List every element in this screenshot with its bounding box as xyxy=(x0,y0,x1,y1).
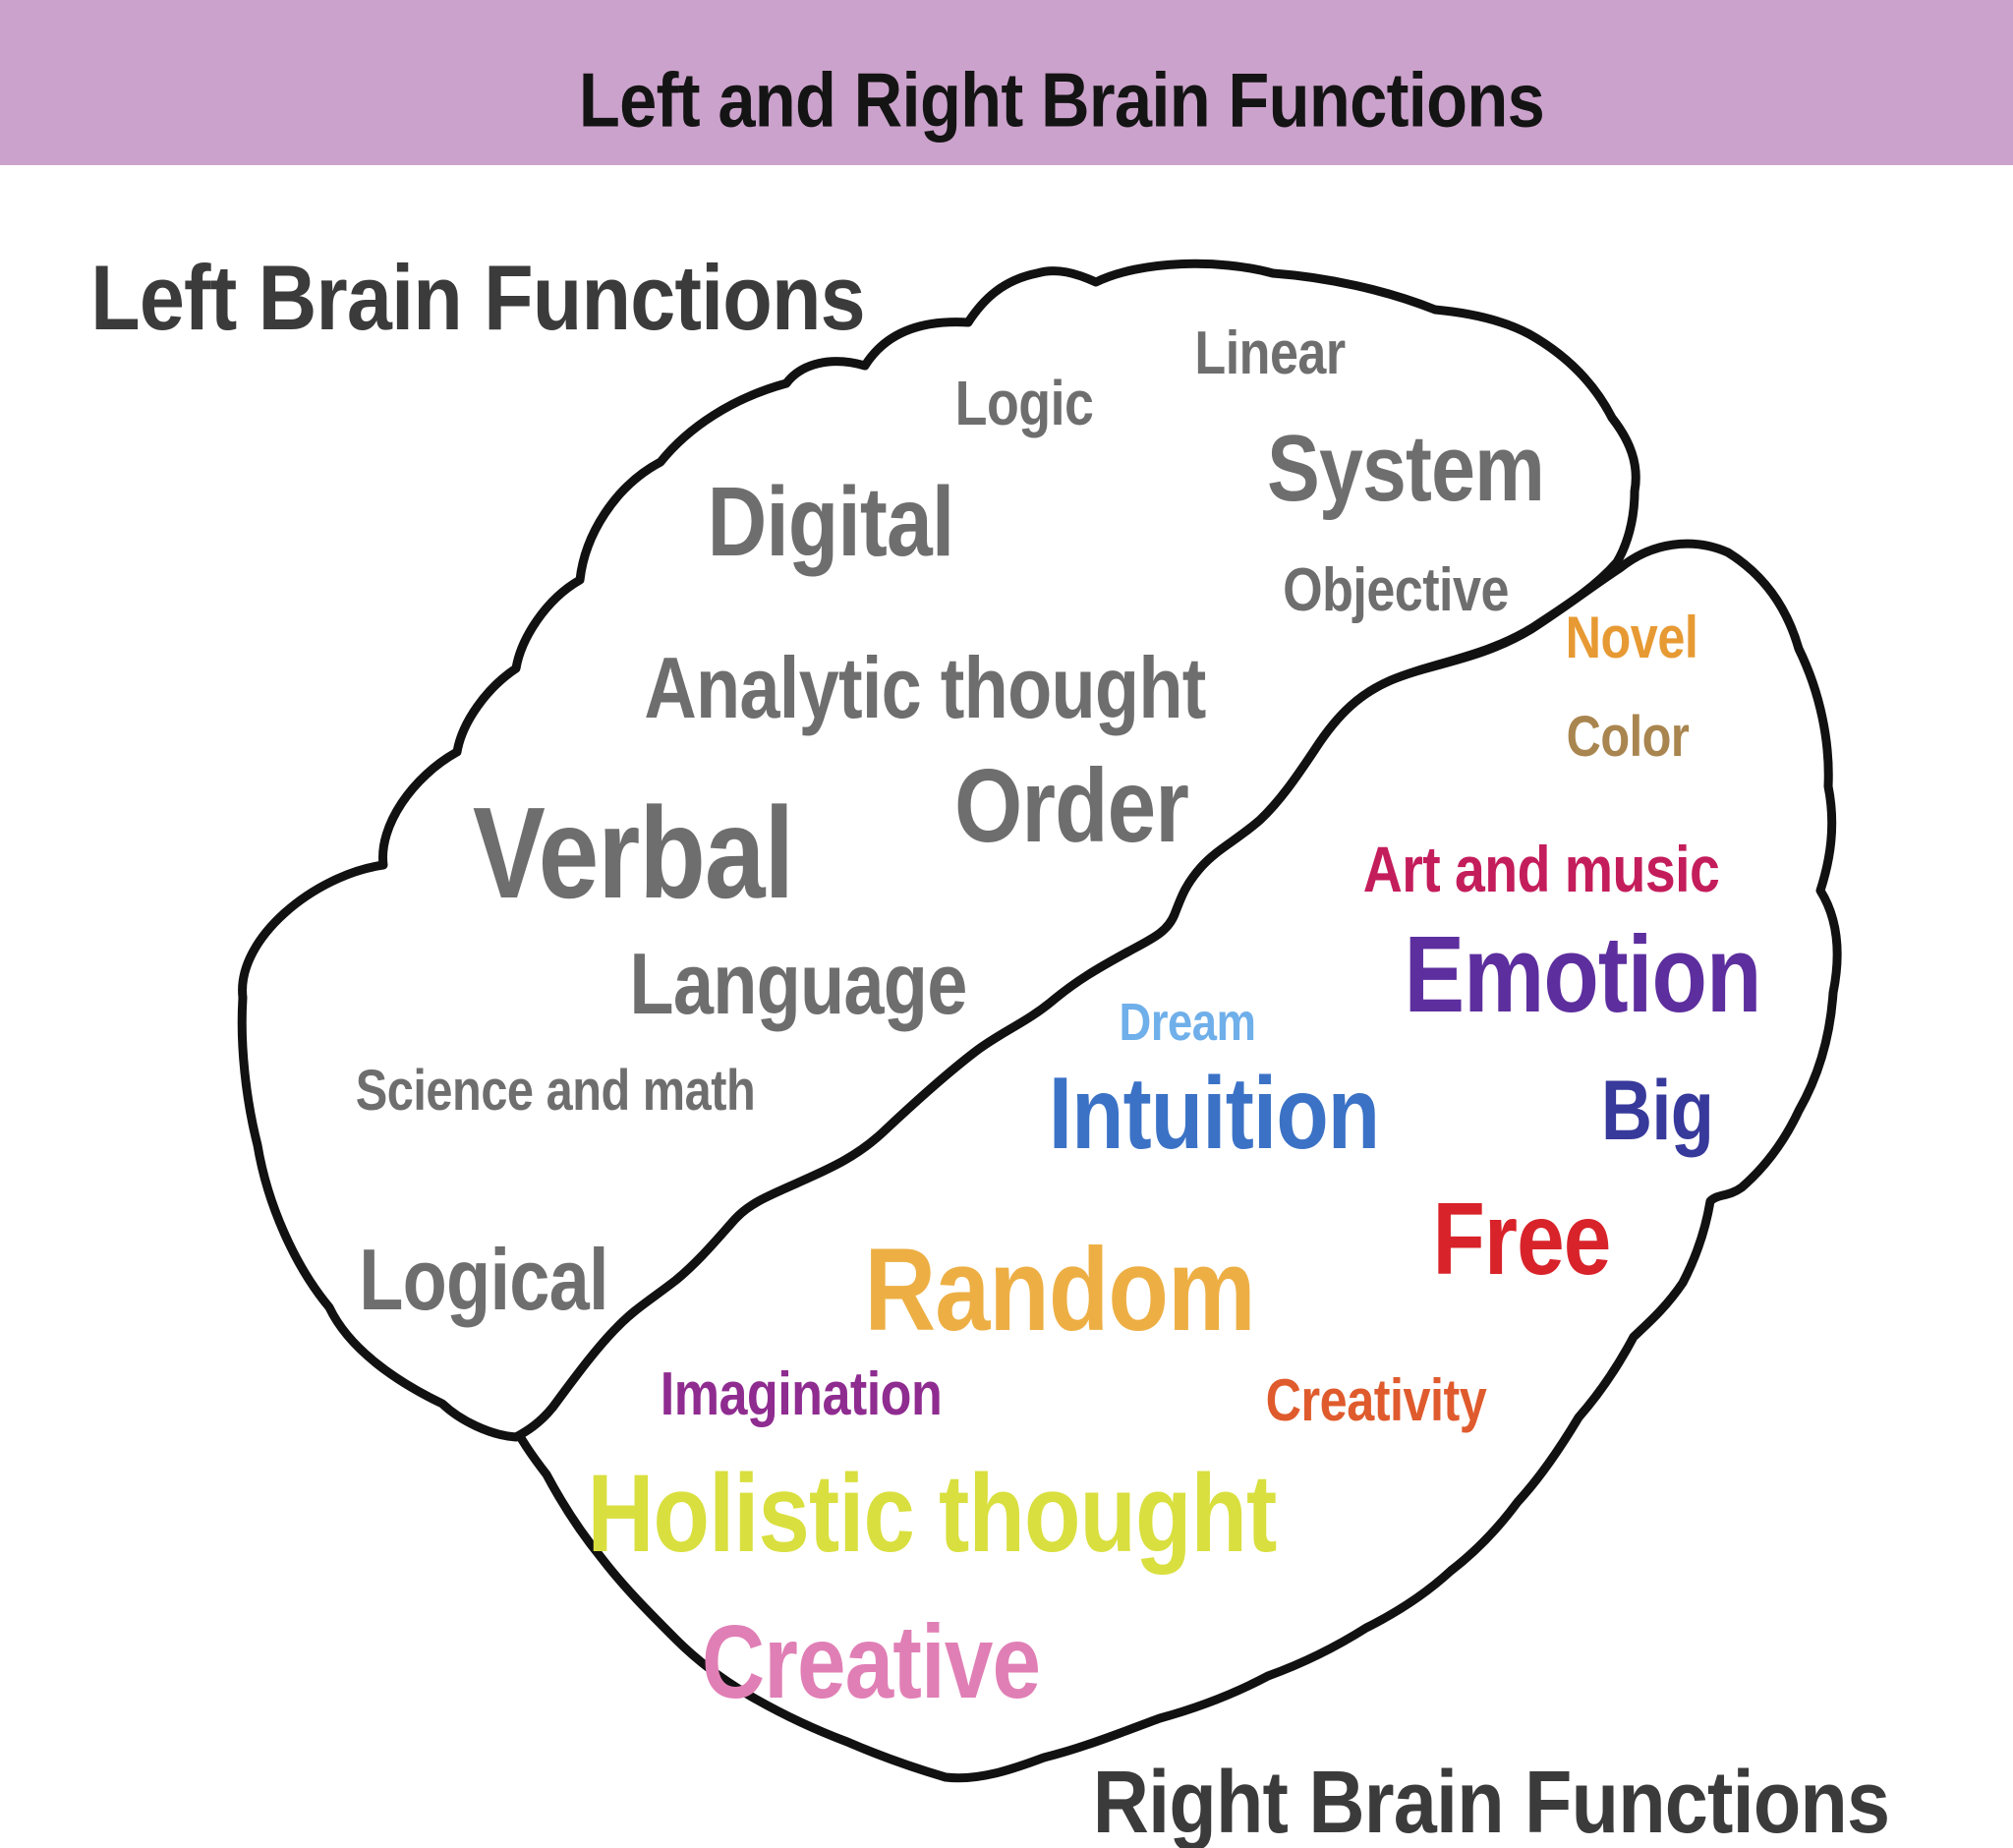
word-emotion: Emotion xyxy=(1404,914,1761,1035)
word-verbal: Verbal xyxy=(472,780,794,925)
word-language: Language xyxy=(629,935,967,1032)
word-art-and-music: Art and music xyxy=(1362,833,1720,905)
word-science-and-math: Science and math xyxy=(355,1059,756,1123)
word-linear: Linear xyxy=(1194,319,1346,387)
word-novel: Novel xyxy=(1565,605,1698,670)
word-creativity: Creativity xyxy=(1265,1367,1487,1433)
left-hemisphere-outline xyxy=(237,259,1640,1442)
word-order: Order xyxy=(953,748,1189,864)
word-imagination: Imagination xyxy=(660,1360,943,1428)
word-intuition: Intuition xyxy=(1048,1057,1380,1171)
word-digital: Digital xyxy=(707,467,955,577)
word-big: Big xyxy=(1600,1064,1714,1158)
word-logic: Logic xyxy=(954,368,1094,438)
right-brain-functions-label: Right Brain Functions xyxy=(1092,1754,1890,1848)
word-objective: Objective xyxy=(1283,556,1509,624)
word-logical: Logical xyxy=(359,1231,608,1328)
left-brain-functions-label: Left Brain Functions xyxy=(90,246,866,349)
word-system: System xyxy=(1266,416,1545,521)
word-dream: Dream xyxy=(1119,993,1256,1052)
word-holistic-thought: Holistic thought xyxy=(587,1452,1278,1575)
word-color: Color xyxy=(1566,705,1690,769)
word-analytic-thought: Analytic thought xyxy=(644,639,1206,736)
page-title: Left and Right Brain Functions xyxy=(578,56,1545,144)
word-random: Random xyxy=(864,1224,1255,1356)
header-band: Left and Right Brain Functions xyxy=(0,0,2013,165)
word-free: Free xyxy=(1432,1183,1611,1297)
word-creative: Creative xyxy=(701,1604,1041,1720)
